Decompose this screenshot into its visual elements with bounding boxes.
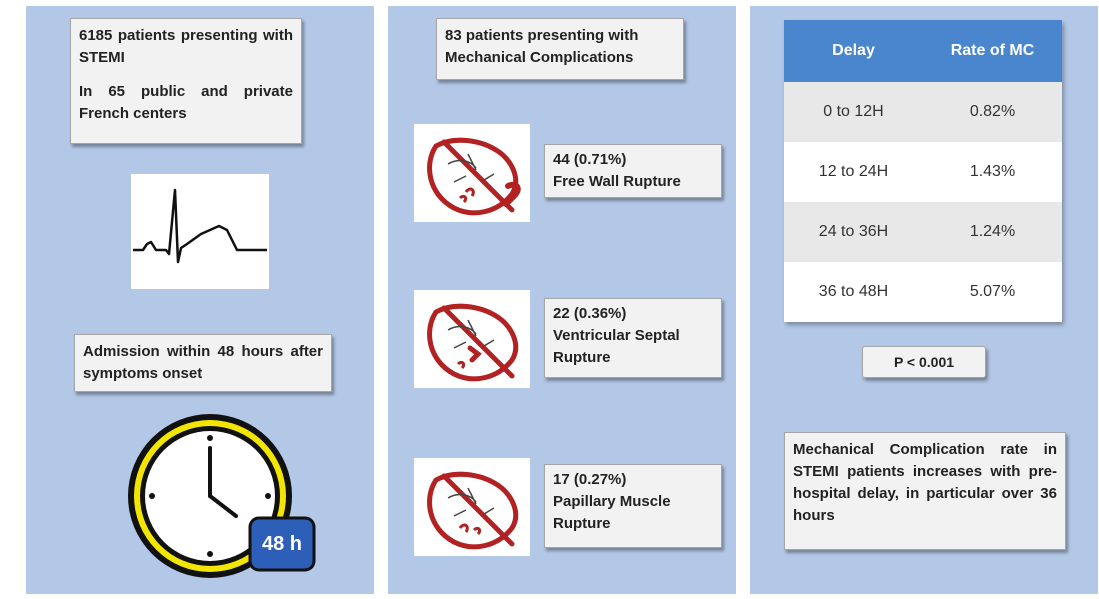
middle-panel: 83 patients presenting with Mechanical C… xyxy=(388,6,736,594)
pmr-count: 17 (0.27%) xyxy=(553,471,627,488)
mc-header-box: 83 patients presenting with Mechanical C… xyxy=(436,18,684,80)
delay-cell: 24 to 36H xyxy=(818,223,889,240)
left-panel: 6185 patients presenting with STEMI In 6… xyxy=(26,6,374,594)
heart-ventricular-septal-rupture-icon xyxy=(414,290,530,388)
mc-header-text: 83 patients presenting with Mechanical C… xyxy=(445,27,639,66)
table-row: 12 to 24H 1.43% xyxy=(784,142,1062,202)
admission-box: Admission within 48 hours after symptoms… xyxy=(74,334,332,392)
clock-badge-label: 48 h xyxy=(261,533,303,555)
rate-cell: 1.43% xyxy=(969,163,1016,180)
p-value-box: P < 0.001 xyxy=(862,346,986,378)
fwr-count: 44 (0.71%) xyxy=(553,151,627,168)
delay-cell: 0 to 12H xyxy=(823,103,884,120)
rate-cell: 0.82% xyxy=(969,103,1016,120)
table-row: 24 to 36H 1.24% xyxy=(784,202,1062,262)
vsr-count: 22 (0.36%) xyxy=(553,305,627,322)
p-value-text: P < 0.001 xyxy=(893,354,955,370)
centers-text: In 65 public and private French centers xyxy=(79,83,293,122)
conclusion-text: Mechanical Complication rate in STEMI pa… xyxy=(793,441,1057,524)
patients-count-text: 6185 patients presenting with STEMI xyxy=(79,27,293,66)
rate-cell: 1.24% xyxy=(969,223,1016,240)
conclusion-box: Mechanical Complication rate in STEMI pa… xyxy=(784,432,1066,550)
header-rate: Rate of MC xyxy=(950,42,1035,59)
clock-icon: 48 h xyxy=(114,408,324,588)
delay-cell: 12 to 24H xyxy=(818,163,889,180)
ecg-icon xyxy=(131,174,269,289)
pmr-name: Papillary Muscle Rupture xyxy=(553,493,671,532)
header-delay: Delay xyxy=(832,42,875,59)
rate-cell: 5.07% xyxy=(969,283,1016,300)
free-wall-rupture-box: 44 (0.71%) Free Wall Rupture xyxy=(544,144,722,198)
papillary-muscle-rupture-box: 17 (0.27%) Papillary Muscle Rupture xyxy=(544,464,722,548)
right-panel: Delay Rate of MC 0 to 12H 0.82% 12 to 24… xyxy=(750,6,1098,594)
table-row: 36 to 48H 5.07% xyxy=(784,262,1062,322)
mc-rate-table: Delay Rate of MC 0 to 12H 0.82% 12 to 24… xyxy=(784,20,1062,322)
delay-cell: 36 to 48H xyxy=(818,283,889,300)
heart-papillary-muscle-rupture-icon xyxy=(414,458,530,556)
vsr-name: Ventricular Septal Rupture xyxy=(553,327,680,366)
admission-text: Admission within 48 hours after symptoms… xyxy=(83,343,323,382)
heart-free-wall-rupture-icon xyxy=(414,124,530,222)
ventricular-septal-rupture-box: 22 (0.36%) Ventricular Septal Rupture xyxy=(544,298,722,378)
table-header-row: Delay Rate of MC xyxy=(784,20,1062,82)
fwr-name: Free Wall Rupture xyxy=(553,173,681,190)
patients-info-box: 6185 patients presenting with STEMI In 6… xyxy=(70,18,302,144)
table-row: 0 to 12H 0.82% xyxy=(784,82,1062,142)
